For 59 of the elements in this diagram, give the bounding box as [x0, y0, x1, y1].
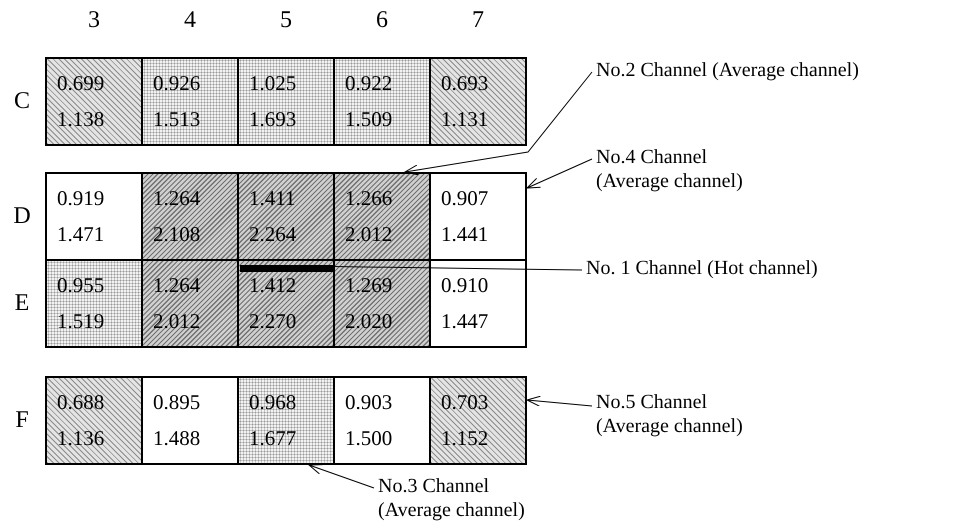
- row-letter: F: [15, 408, 29, 432]
- cell-value: 1.447: [440, 310, 490, 334]
- cell-value: 0.955: [56, 274, 106, 297]
- row-letter: E: [14, 291, 30, 315]
- cell-value: 1.264: [152, 186, 202, 210]
- column-number: 7: [472, 8, 484, 32]
- column-number: 3: [88, 8, 100, 32]
- cell-value: 1.269: [344, 274, 394, 297]
- cell-value: 2.108: [152, 223, 202, 246]
- cell-value: 1.264: [152, 274, 202, 297]
- cell-value: 0.688: [56, 390, 106, 414]
- cell-value: 1.025: [248, 72, 298, 95]
- callout-text: No.4 Channel (Average channel): [596, 145, 776, 193]
- cell-value: 2.264: [248, 223, 298, 246]
- cell-value: 1.131: [440, 108, 490, 132]
- cell-value: 1.266: [344, 186, 394, 210]
- cell-value: 0.919: [56, 186, 106, 210]
- cell-value: 0.699: [56, 72, 106, 95]
- row-letter: D: [13, 204, 31, 228]
- column-number: 4: [184, 8, 196, 32]
- leader-line: [404, 72, 592, 176]
- cell-value: 0.703: [440, 390, 490, 414]
- callout-text: No.5 Channel (Average channel): [596, 390, 776, 438]
- cell-value: 1.138: [56, 108, 106, 132]
- row-letter: C: [14, 89, 30, 113]
- cell-value: 1.509: [344, 108, 394, 132]
- cell-value: 1.488: [152, 427, 202, 450]
- cell-value: 0.693: [440, 72, 490, 95]
- leader-line: [526, 396, 592, 407]
- cell-value: 1.412: [248, 274, 298, 297]
- cell-value: 0.910: [440, 274, 490, 297]
- cell-value: 0.903: [344, 390, 394, 414]
- cell-value: 2.012: [344, 223, 394, 246]
- cell-value: 2.012: [152, 310, 202, 334]
- cell-value: 2.270: [248, 310, 298, 334]
- cell-value: 1.519: [56, 310, 106, 334]
- cell-value: 0.926: [152, 72, 202, 95]
- callout-text: No. 1 Channel (Hot channel): [586, 256, 916, 280]
- cell-value: 1.136: [56, 427, 106, 450]
- cell-value: 1.441: [440, 223, 490, 246]
- cell-value: 0.907: [440, 186, 490, 210]
- cell-value: 2.020: [344, 310, 394, 334]
- cell-value: 1.411: [248, 186, 296, 210]
- cell-value: 1.500: [344, 427, 394, 450]
- cell-value: 1.693: [248, 108, 298, 132]
- column-number: 5: [280, 8, 292, 32]
- column-number: 6: [376, 8, 388, 32]
- cell-value: 1.471: [56, 223, 106, 246]
- hot-channel-bar: [240, 265, 334, 272]
- cell-value: 1.513: [152, 108, 202, 132]
- cell-value: 0.922: [344, 72, 394, 95]
- leader-line: [308, 464, 374, 488]
- cell-value: 1.677: [248, 427, 298, 450]
- cell-value: 1.152: [440, 427, 490, 450]
- cell-value: 0.895: [152, 390, 202, 414]
- callout-text: No.3 Channel (Average channel): [378, 474, 558, 522]
- leader-line: [526, 158, 592, 188]
- callout-text: No.2 Channel (Average channel): [596, 58, 936, 82]
- cell-value: 0.968: [248, 390, 298, 414]
